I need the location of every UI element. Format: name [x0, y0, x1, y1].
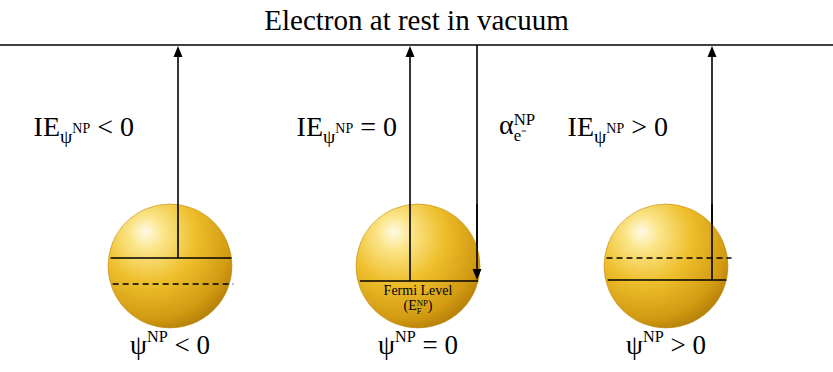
text-part: e⁻	[514, 128, 527, 144]
energy-arrow	[409, 204, 411, 281]
text-part: α	[499, 109, 514, 140]
text-part: FNP	[417, 299, 428, 316]
vacuum-level-line	[0, 44, 833, 46]
text-part: > 0	[624, 111, 668, 142]
text-part: ψ	[323, 126, 335, 147]
text-part: ψ	[60, 126, 72, 147]
reference-level-dashed	[113, 283, 234, 284]
text-part: (E	[404, 298, 417, 313]
text-part: IE	[568, 111, 594, 142]
text-part: IE	[297, 111, 323, 142]
text-part: = 0	[353, 111, 397, 142]
text-part: IE	[34, 111, 60, 142]
text-part: NP	[417, 299, 428, 307]
energy-label: IEψNP = 0	[297, 110, 397, 144]
text-part: e⁻NP	[514, 112, 535, 144]
energy-arrow	[711, 53, 713, 280]
arrow-head	[406, 46, 415, 57]
text-part: ψ	[594, 126, 606, 147]
potential-label: ψNP > 0	[626, 330, 706, 361]
arrow-head	[708, 46, 717, 57]
fermi-level-label: Fermi Level (EFNP)	[384, 284, 453, 315]
gold-sphere	[108, 204, 232, 328]
energy-label: IEψNP > 0	[568, 110, 668, 144]
text-part: NP	[514, 112, 535, 128]
potential-label: ψNP < 0	[130, 330, 210, 361]
nanoparticle-sphere: ψNP > 0	[604, 204, 728, 328]
energy-level-line	[608, 279, 727, 281]
arrow-head	[174, 46, 183, 57]
energy-arrow	[177, 204, 179, 258]
energy-level-line	[360, 280, 478, 282]
nanoparticle-sphere: ψNP < 0	[108, 204, 232, 328]
gold-sphere	[356, 204, 480, 328]
text-part: ψ	[378, 330, 395, 360]
text-part: NP	[643, 328, 664, 346]
energy-arrow	[711, 204, 713, 280]
sphere-graphic	[108, 204, 232, 328]
text-part: NP	[72, 121, 90, 136]
text-part: < 0	[90, 111, 134, 142]
energy-label: αe⁻NP	[499, 108, 535, 144]
text-part: < 0	[168, 330, 210, 360]
energy-level-line	[111, 257, 232, 259]
arrow-head	[473, 269, 482, 280]
text-part: ψ	[130, 330, 147, 360]
text-part: NP	[395, 328, 416, 346]
energy-arrow	[476, 204, 478, 273]
potential-label: ψNP = 0	[378, 330, 458, 361]
text-part: )	[428, 298, 433, 313]
text-part: Fermi Level	[384, 283, 453, 298]
energy-arrow	[177, 53, 179, 258]
energy-arrow	[409, 53, 411, 281]
text-part: > 0	[664, 330, 706, 360]
text-part: = 0	[416, 330, 458, 360]
vacuum-level-title: Electron at rest in vacuum	[0, 5, 833, 37]
text-part: ψ	[626, 330, 643, 360]
energy-label: IEψNP < 0	[34, 110, 134, 144]
sphere-graphic	[604, 204, 728, 328]
text-part: NP	[335, 121, 353, 136]
nanoparticle-sphere: Fermi Level (EFNP)ψNP = 0	[356, 204, 480, 328]
gold-sphere	[604, 204, 728, 328]
text-part: F	[417, 307, 422, 315]
text-part: NP	[606, 121, 624, 136]
text-part: NP	[147, 328, 168, 346]
energy-arrow	[476, 45, 478, 273]
